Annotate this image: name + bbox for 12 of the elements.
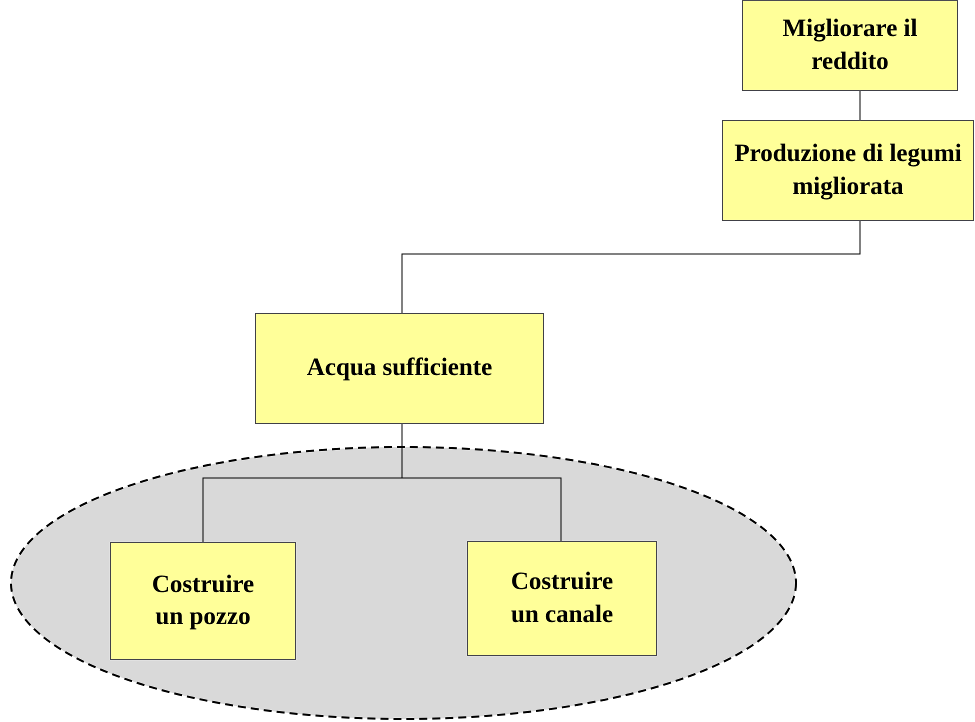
goal-box bbox=[467, 541, 657, 656]
box-label: Costruire un canale bbox=[510, 567, 614, 630]
box-label: Acqua sufficiente bbox=[306, 353, 492, 384]
box-label: Costruire un pozzo bbox=[150, 570, 256, 632]
box-label: Produzione di legumi migliorata bbox=[733, 139, 963, 202]
goal-box bbox=[722, 120, 974, 221]
ellipse-group bbox=[10, 446, 797, 720]
goal-box bbox=[742, 0, 958, 91]
connector-line bbox=[402, 220, 860, 314]
box-label: Migliorare il reddito bbox=[782, 14, 918, 76]
goal-box bbox=[255, 313, 544, 424]
goal-box bbox=[110, 542, 296, 660]
